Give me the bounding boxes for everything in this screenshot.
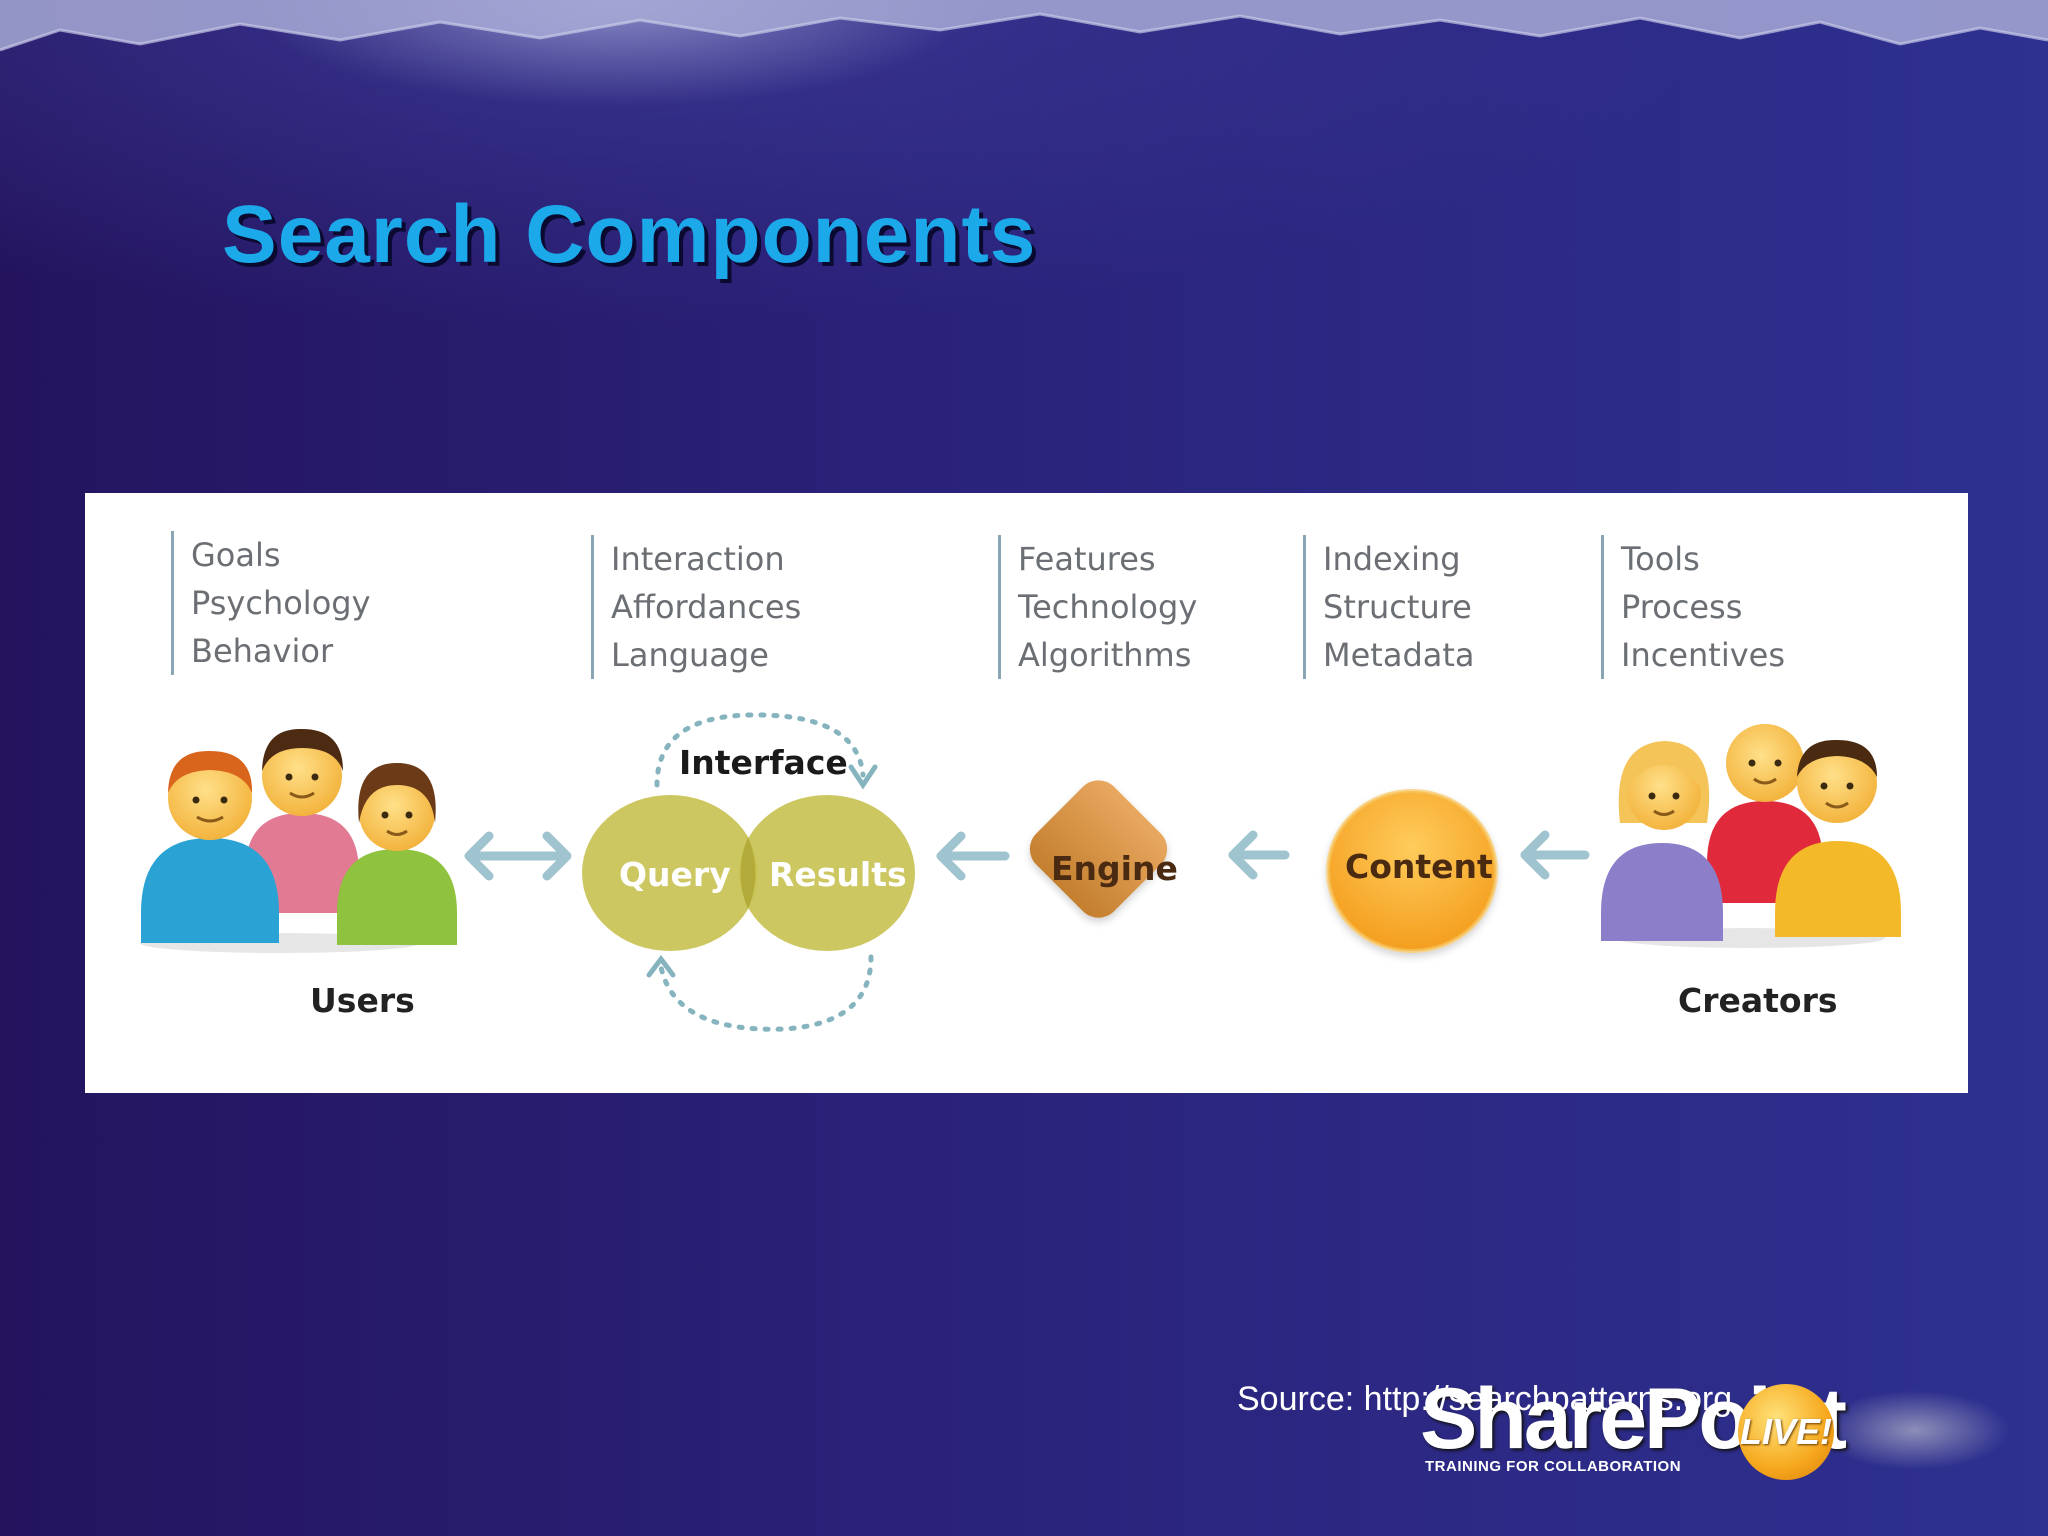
attribute-text: Language <box>611 636 769 674</box>
attribute-text: Process <box>1621 588 1743 626</box>
content-circle-shape <box>1326 789 1498 953</box>
users-label: Users <box>310 981 415 1020</box>
attribute-text: Incentives <box>1621 636 1786 674</box>
query-results-circles <box>582 795 915 951</box>
engine-diamond-shape <box>1029 780 1168 918</box>
interface-attributes: Interaction Affordances Language <box>591 535 801 679</box>
slide-title: Search Components <box>222 189 1037 280</box>
engine-attributes: Features Technology Algorithms <box>998 535 1197 679</box>
attribute-text: Behavior <box>191 632 334 670</box>
attribute-text: Interaction <box>611 540 785 578</box>
diagram-graphics <box>140 712 1901 1032</box>
interface-loop-arrows-icon <box>654 712 874 1032</box>
users-figures-icon <box>140 728 457 953</box>
left-arrow-icon <box>1520 830 1590 880</box>
attribute-text: Affordances <box>611 588 802 626</box>
interface-label: Interface <box>679 743 848 782</box>
engine-label: Engine <box>1051 849 1178 888</box>
attribute-text: Algorithms <box>1018 636 1192 674</box>
torn-edge-decoration <box>0 0 2048 52</box>
attribute-text: Metadata <box>1323 636 1475 674</box>
diagram-panel: Goals Psychology Behavior Interaction Af… <box>85 493 1968 1093</box>
double-arrow-icon <box>464 831 572 881</box>
creators-label: Creators <box>1678 981 1838 1020</box>
left-arrow-icon <box>1228 830 1290 880</box>
attribute-text: Tools <box>1621 540 1700 578</box>
logo-tagline: TRAINING FOR COLLABORATION <box>1425 1458 1682 1475</box>
attribute-text: Features <box>1018 540 1156 578</box>
source-citation: Source: http://searchpatterns.org <box>1237 1380 1733 1418</box>
loop-arrowhead-icon <box>848 764 878 790</box>
creators-attributes: Tools Process Incentives <box>1601 535 1785 679</box>
attribute-text: Psychology <box>191 584 371 622</box>
logo-live-badge: LIVE! <box>1738 1384 1834 1480</box>
attribute-text: Structure <box>1323 588 1472 626</box>
sharepoint-live-logo: SharePoint LIVE! TRAINING FOR COLLABORAT… <box>1420 1370 2020 1490</box>
content-attributes: Indexing Structure Metadata <box>1303 535 1475 679</box>
left-arrow-icon <box>936 831 1010 881</box>
attribute-text: Indexing <box>1323 540 1461 578</box>
results-label: Results <box>769 855 907 894</box>
logo-glow <box>1820 1390 2010 1470</box>
attribute-text: Goals <box>191 536 281 574</box>
creators-figures-icon <box>1601 724 1901 948</box>
content-label: Content <box>1345 847 1493 886</box>
top-background-band <box>0 0 2048 420</box>
attribute-text: Technology <box>1018 588 1198 626</box>
users-attributes: Goals Psychology Behavior <box>171 531 371 675</box>
query-label: Query <box>619 855 731 894</box>
loop-arrowhead-icon <box>646 954 676 978</box>
